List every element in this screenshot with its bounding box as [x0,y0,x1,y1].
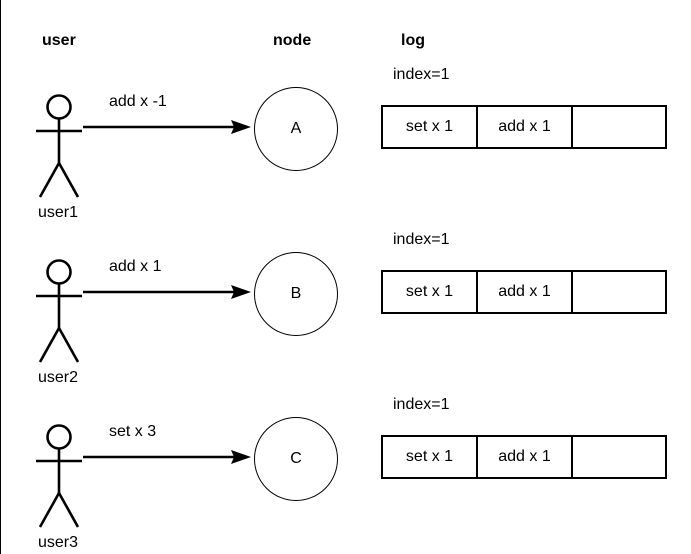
log-cell: set x 1 [383,437,478,477]
stick-figure-icon [36,424,82,528]
actor-label: user2 [38,369,79,386]
stick-figure-icon [36,259,82,363]
actor-label: user1 [38,204,79,221]
arrow-right-icon [83,120,251,134]
arrow-user3-to-node-c [81,430,256,470]
log-cell-empty [573,272,665,312]
node-b: B [254,252,338,336]
arrow-user2-to-node-b [81,265,256,305]
node-label: A [290,120,302,137]
arrow-label: set x 3 [109,423,157,440]
node-label: C [290,450,302,467]
arrow-right-icon [83,450,251,464]
diagram-row: user2 add x 1 B index=1 set x 1 add x 1 [1,225,691,390]
log-table: set x 1 add x 1 [381,105,667,149]
log-cell: add x 1 [478,437,573,477]
log-cell: set x 1 [383,272,478,312]
log-cell: add x 1 [478,272,573,312]
arrow-label: add x 1 [109,258,162,275]
diagram-row: user3 set x 3 C index=1 set x 1 add x 1 [1,390,691,554]
log-cell: set x 1 [383,107,478,147]
node-label: B [290,285,302,302]
log-cell-empty [573,107,665,147]
arrow-label: add x -1 [109,93,167,110]
node-c: C [254,417,338,501]
log-index: index=1 [393,66,450,83]
log-index: index=1 [393,231,450,248]
column-header-node: node [273,32,312,49]
diagram-row: user1 add x -1 A index=1 set x 1 add x 1 [1,60,691,225]
actor-user2: user2 [31,243,111,408]
actor-label: user3 [38,534,79,551]
node-a: A [254,87,338,171]
column-header-user: user [42,32,76,49]
log-table: set x 1 add x 1 [381,270,667,314]
arrow-user1-to-node-a [81,100,256,140]
log-cell-empty [573,437,665,477]
actor-user1: user1 [31,78,111,243]
log-table: set x 1 add x 1 [381,435,667,479]
log-cell: add x 1 [478,107,573,147]
stick-figure-icon [36,94,82,198]
log-index: index=1 [393,396,450,413]
column-header-log: log [401,32,425,49]
actor-user3: user3 [31,408,111,554]
arrow-right-icon [83,285,251,299]
